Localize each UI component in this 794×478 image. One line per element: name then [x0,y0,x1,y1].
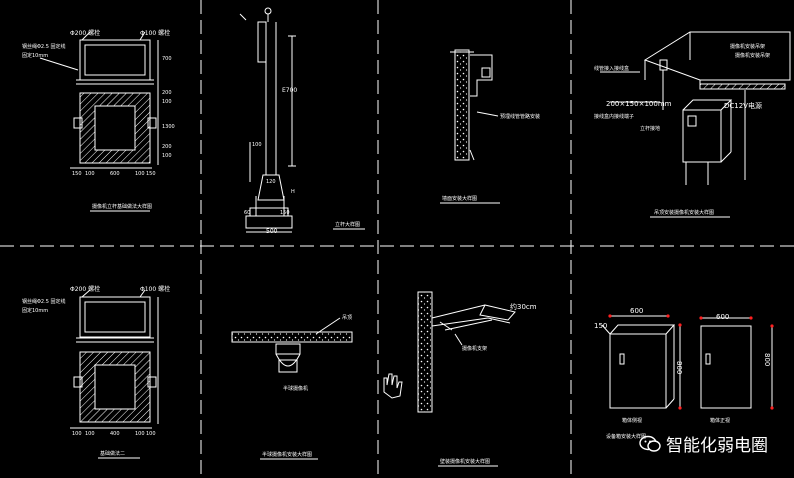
p8-dim-150: 150 [594,322,607,330]
panel-dome-camera [231,317,353,373]
p1-note-b: 固定10mm [22,52,48,59]
p8-label-b: 箱体正视 [710,417,730,424]
p4-note-top: 摄像机安装吊架 [730,43,765,50]
p3-note: 预埋线管管路安装 [500,113,540,120]
p1-dim-200: Φ200 螺栓 [70,29,100,37]
p8-dim-800a: 800 [675,361,683,374]
p4-dim-box: 200×150×100mm [606,100,672,108]
p5-dim-200: Φ200 螺栓 [70,285,100,293]
p1-caption: 摄像机立杆基础做法大样图 [92,203,152,210]
p2-100: 100 [252,142,262,148]
p4-note-mid: 线管接入接线盒 [594,65,629,72]
cabinet-markers [608,314,774,410]
p4-dc: DC12V电源 [724,101,762,110]
p6-note-bottom: 半球摄像机 [283,385,308,392]
p1-side-dim-2: 200 [162,90,172,96]
p1-bottom-dim-3: 600 [110,171,120,177]
panel-cabinets [601,315,773,409]
p2-500: 500 [266,228,278,235]
p4-note-low: 接线盒内接线端子 [594,113,634,120]
p2-60: 60 [244,210,250,216]
p8-label-a: 箱体侧视 [622,417,642,424]
p8-dim-800b: 800 [763,353,771,366]
p5-note-b: 固定10mm [22,307,48,314]
wechat-logo-icon [639,435,661,452]
p8-dim-600a: 600 [630,307,643,315]
panel-foundation-2 [70,289,159,429]
p1-bottom-dim-4: 100 [135,171,145,177]
p1-side-dim-3: 100 [162,99,172,105]
p6-caption: 半球摄像机安装大样图 [262,451,312,458]
p5-bottom-dim-5: 100 [146,431,156,437]
p2-120: 120 [266,179,276,185]
p4-note-low2: 立杆接地 [640,125,660,132]
p1-side-dim-6: 100 [162,153,172,159]
p1-dim-100: Φ100 螺栓 [140,29,170,37]
p2-caption: 立杆大样图 [335,221,360,228]
p5-dim-100: Φ100 螺栓 [140,285,170,293]
p2-150: 150 [280,210,290,216]
p7-note: 摄像机支架 [462,345,487,352]
p7-caption: 壁装摄像机安装大样图 [440,458,490,465]
p2-e700: E700 [282,87,297,94]
p5-note-a: 钢丝绳Φ2.5 固定线 [22,298,65,305]
p5-bottom-dim-1: 100 [72,431,82,437]
p1-side-dim-1: 700 [162,56,172,62]
panel-wall-bracket [383,291,516,413]
p1-bottom-dim-1: 150 [72,171,82,177]
p6-note-right: 吊顶 [342,315,352,321]
p8-dim-600b: 600 [716,313,729,321]
p7-dim: 约30cm [510,302,537,311]
p1-side-dim-4: 1300 [162,124,175,130]
p1-bottom-dim-2: 100 [85,171,95,177]
p1-side-dim-5: 200 [162,144,172,150]
panel-foundation-1 [39,31,159,169]
panel-wall-mount [450,49,499,161]
p1-bottom-dim-5: 150 [146,171,156,177]
watermark-text: 智能化弱电圈 [666,436,768,456]
p8-note: 设备箱安装大样图 [606,433,646,440]
panel-ceiling-box [600,31,791,185]
p4-note-top-2: 摄像机安装吊架 [735,52,770,59]
p2-h: H [291,189,295,195]
p3-caption: 墙面安装大样图 [442,195,477,202]
p5-bottom-dim-3: 400 [110,431,120,437]
p5-caption: 基础做法二 [100,450,125,457]
watermark: 智能化弱电圈 [639,431,768,456]
p1-note-a: 钢丝绳Φ2.5 固定线 [22,43,65,50]
p5-bottom-dim-4: 100 [135,431,145,437]
panel-pole [239,7,296,233]
p4-caption: 吊顶安装摄像机安装大样图 [654,209,714,216]
p5-bottom-dim-2: 100 [85,431,95,437]
